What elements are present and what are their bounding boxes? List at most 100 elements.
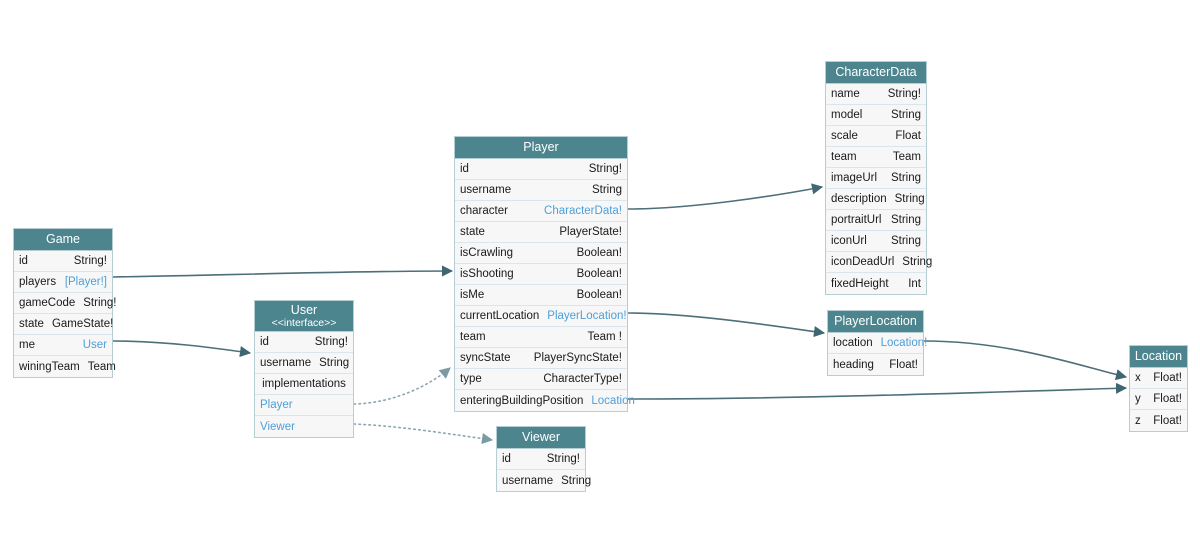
table-row[interactable]: me User	[14, 335, 112, 356]
edge-playerlocation-location-to-location	[923, 340, 1128, 381]
field-name: y	[1135, 393, 1141, 405]
field-type[interactable]: [Player!]	[64, 276, 107, 288]
field-name: players	[19, 276, 57, 288]
table-row[interactable]: fixedHeight Int	[826, 273, 926, 294]
field-name: gameCode	[19, 297, 76, 309]
table-row[interactable]: team Team !	[455, 327, 627, 348]
field-name: id	[502, 453, 511, 465]
table-row[interactable]: type CharacterType!	[455, 369, 627, 390]
table-row[interactable]: id String!	[455, 159, 627, 180]
table-row[interactable]: y Float!	[1130, 389, 1187, 410]
field-name: scale	[831, 130, 858, 142]
table-row[interactable]: location Location!	[828, 333, 927, 354]
implementation-player[interactable]: Player	[260, 399, 293, 411]
entity-character-data[interactable]: CharacterData name String! model String …	[825, 61, 932, 295]
edge-player-character-to-characterdata	[627, 183, 824, 210]
table-row[interactable]: gameCode String!	[14, 293, 117, 314]
table-row[interactable]: id String!	[497, 449, 585, 470]
field-name: state	[19, 318, 44, 330]
table-row[interactable]: enteringBuildingPosition Location	[455, 390, 635, 411]
table-row[interactable]: players [Player!]	[14, 272, 112, 293]
table-row[interactable]: currentLocation PlayerLocation!	[455, 306, 627, 327]
field-type[interactable]: CharacterData!	[544, 205, 622, 217]
entity-location[interactable]: Location x Float! y Float! z Float!	[1129, 345, 1188, 432]
table-row[interactable]: username String	[255, 353, 353, 374]
field-type: String	[894, 193, 925, 205]
table-row[interactable]: model String	[826, 105, 926, 126]
implementation-viewer[interactable]: Viewer	[260, 420, 295, 433]
entity-player-location[interactable]: PlayerLocation location Location! headin…	[827, 310, 927, 376]
table-row[interactable]: portraitUrl String	[826, 210, 926, 231]
entity-viewer-title: Viewer	[497, 427, 585, 449]
field-type: String	[890, 109, 921, 121]
table-row[interactable]: state PlayerState!	[455, 222, 627, 243]
field-name: character	[460, 205, 508, 217]
field-name: currentLocation	[460, 310, 540, 322]
table-row[interactable]: iconDeadUrl String	[826, 252, 932, 273]
table-row[interactable]: id String!	[14, 251, 112, 272]
entity-player[interactable]: Player id String! username String charac…	[454, 136, 635, 412]
table-row[interactable]: state GameState!	[14, 314, 114, 335]
field-type: String!	[73, 255, 107, 267]
table-row[interactable]: isCrawling Boolean!	[455, 243, 627, 264]
field-name: isCrawling	[460, 247, 514, 259]
field-type: Team	[892, 151, 921, 163]
edge-game-players-to-player	[112, 265, 454, 278]
table-row[interactable]: description String	[826, 189, 926, 210]
table-row[interactable]: imageUrl String	[826, 168, 926, 189]
table-row[interactable]: x Float!	[1130, 368, 1187, 389]
table-row[interactable]: team Team	[826, 147, 926, 168]
table-row[interactable]: username String	[455, 180, 627, 201]
table-row[interactable]: isMe Boolean!	[455, 285, 627, 306]
entity-user-stereotype: <<interface>>	[271, 317, 337, 329]
field-name: location	[833, 337, 873, 349]
list-item[interactable]: Viewer	[255, 416, 353, 437]
field-type: Boolean!	[576, 268, 622, 280]
field-type: String	[561, 474, 592, 487]
table-row[interactable]: iconUrl String	[826, 231, 926, 252]
field-name: username	[260, 357, 312, 369]
field-type: Team	[87, 360, 116, 373]
table-row[interactable]: character CharacterData!	[455, 201, 627, 222]
table-row[interactable]: syncState PlayerSyncState!	[455, 348, 627, 369]
field-type: Float	[895, 130, 921, 142]
table-row[interactable]: id String!	[255, 332, 353, 353]
field-type: GameState!	[51, 318, 114, 330]
field-type[interactable]: PlayerLocation!	[547, 310, 627, 322]
field-type[interactable]: User	[82, 339, 107, 351]
field-name: heading	[833, 358, 874, 371]
table-row[interactable]: name String!	[826, 84, 926, 105]
field-name: username	[502, 474, 554, 487]
table-row[interactable]: z Float!	[1130, 410, 1187, 431]
field-type: String	[319, 357, 350, 369]
field-name: name	[831, 88, 860, 100]
entity-user[interactable]: User <<interface>> id String! username S…	[254, 300, 354, 438]
field-name: z	[1135, 414, 1141, 427]
entity-game[interactable]: Game id String! players [Player!] gameCo…	[13, 228, 117, 378]
field-type: String	[591, 184, 622, 196]
edge-user-implements-viewer	[353, 423, 494, 445]
entity-user-title: User <<interface>>	[255, 301, 353, 332]
table-row[interactable]: isShooting Boolean!	[455, 264, 627, 285]
field-type[interactable]: Location	[591, 394, 635, 407]
field-name: isMe	[460, 289, 485, 301]
field-type: Float!	[1153, 393, 1182, 405]
field-type: String!	[83, 297, 117, 309]
field-type[interactable]: Location!	[880, 337, 928, 349]
edge-player-currentlocation-to-playerlocation	[627, 312, 826, 338]
table-row[interactable]: scale Float	[826, 126, 926, 147]
field-name: team	[831, 151, 857, 163]
field-type: Boolean!	[576, 247, 622, 259]
field-name: state	[460, 226, 485, 238]
list-item[interactable]: Player	[255, 395, 353, 416]
table-row[interactable]: username String	[497, 470, 591, 491]
entity-location-title: Location	[1130, 346, 1187, 368]
field-name: id	[19, 255, 28, 267]
edge-game-me-to-user	[112, 340, 252, 358]
entity-viewer[interactable]: Viewer id String! username String	[496, 426, 591, 492]
field-type: Float!	[889, 358, 918, 371]
table-row[interactable]: heading Float!	[828, 354, 923, 375]
field-type: PlayerSyncState!	[533, 352, 622, 364]
table-row[interactable]: winingTeam Team	[14, 356, 116, 377]
